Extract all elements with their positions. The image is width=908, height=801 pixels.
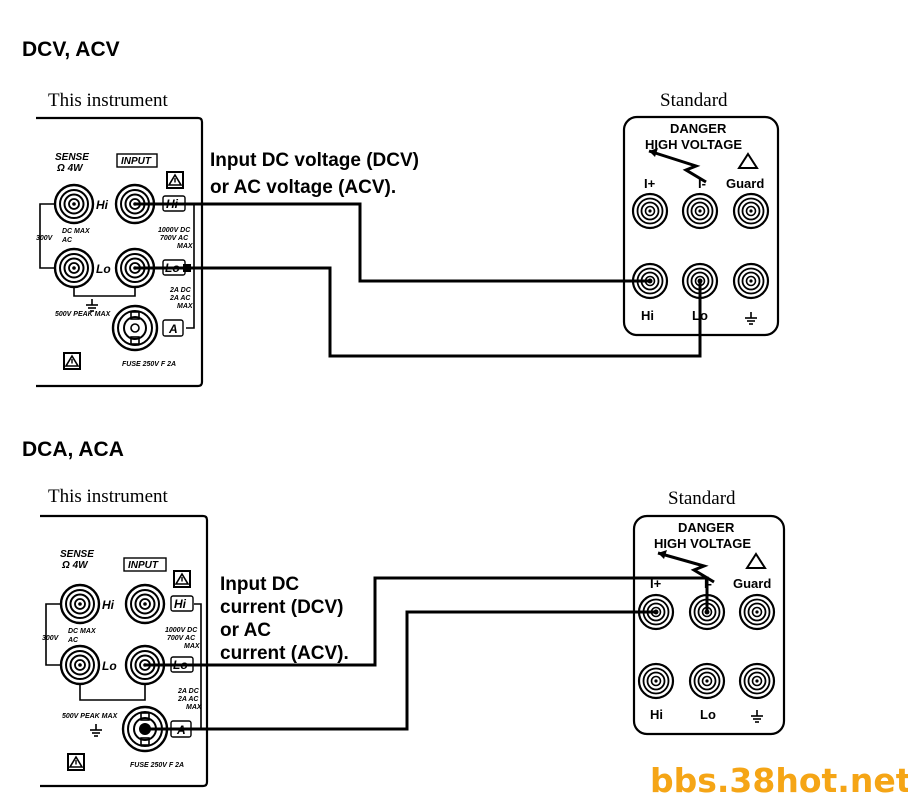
sense-lo-jack	[53, 247, 95, 289]
sense-hi-label: Hi	[96, 198, 109, 212]
ground-icon	[85, 298, 99, 312]
i-minus-jack	[681, 192, 719, 230]
hi-label: Hi	[650, 707, 663, 722]
fuse-rating: FUSE 250V F 2A	[122, 361, 176, 368]
warning-icon	[67, 753, 85, 771]
peak-rating: 500V PEAK MAX	[55, 311, 112, 318]
sense-rating-300v: 300V	[42, 635, 60, 642]
warning-icon	[173, 570, 191, 588]
danger-label: DANGER	[670, 121, 727, 136]
input-rating-2: 700V AC	[160, 235, 189, 242]
high-voltage-label: HIGH VOLTAGE	[654, 536, 751, 551]
standard-caption: Standard	[660, 90, 728, 111]
a-rating-3: MAX	[186, 704, 203, 711]
input-rating-1: 1000V DC	[165, 627, 198, 634]
note-line-4: current (ACV).	[220, 643, 349, 664]
sense-rating-ac: AC	[61, 237, 73, 244]
fuse-rating: FUSE 250V F 2A	[130, 762, 184, 769]
wire-hi	[135, 202, 650, 283]
wire-i-plus	[145, 610, 656, 731]
lo-label: Lo	[700, 707, 716, 722]
wires	[135, 202, 703, 358]
watermark-text: bbs.38hot.net	[650, 761, 908, 800]
sense-rating-300v: 300V	[36, 235, 54, 242]
wires	[139, 576, 710, 735]
sense-lo-jack	[59, 644, 101, 686]
guard-label: Guard	[733, 576, 771, 591]
wire-i-minus	[145, 576, 709, 667]
i-minus-label: I-	[698, 176, 706, 191]
current-input-label: A	[168, 322, 178, 336]
sense-sub-label: Ω 4W	[61, 560, 89, 571]
lightning-icon	[657, 551, 715, 584]
input-label: INPUT	[121, 156, 152, 167]
ground-jack	[732, 262, 770, 300]
sense-rating-dc: DC MAX	[62, 228, 91, 235]
peak-rating: 500V PEAK MAX	[62, 713, 119, 720]
warning-icon	[166, 171, 184, 189]
instrument-caption: This instrument	[48, 486, 169, 507]
section-dca-aca: DCA, ACA This instrument Standard Input …	[22, 438, 786, 788]
sense-rating-ac: AC	[67, 637, 79, 644]
warning-triangle-icon	[737, 152, 759, 169]
hi-label: Hi	[641, 308, 654, 323]
instrument-panel: SENSE Ω 4W INPUT Hi Lo Hi Lo A 300V D	[40, 514, 209, 788]
sense-rating-dc: DC MAX	[68, 628, 97, 635]
ground-icon	[750, 709, 764, 723]
sense-hi-jack	[53, 183, 95, 225]
note-line-3: or AC	[220, 620, 271, 641]
note-line-2: or AC voltage (ACV).	[210, 177, 396, 198]
standard-caption: Standard	[668, 488, 736, 509]
ground-icon	[89, 723, 103, 737]
sense-lo-label: Lo	[96, 262, 111, 276]
note-line-2: current (DCV)	[220, 597, 344, 618]
wire-lo	[135, 266, 702, 358]
warning-icon	[63, 352, 81, 370]
section-dcv-acv: DCV, ACV This instrument Standard Input …	[22, 38, 780, 388]
lightning-icon	[648, 149, 707, 184]
a-rating-2: 2A AC	[169, 295, 191, 302]
standard-panel: DANGER HIGH VOLTAGE I+ I- Guard Hi Lo	[632, 514, 786, 736]
input-hi-jack	[124, 583, 166, 625]
input-rating-1: 1000V DC	[158, 227, 191, 234]
i-plus-label: I+	[644, 176, 656, 191]
input-rating-2: 700V AC	[167, 635, 196, 642]
guard-jack	[732, 192, 770, 230]
a-rating-1: 2A DC	[169, 287, 192, 294]
a-rating-2: 2A AC	[177, 696, 199, 703]
ground-jack	[738, 662, 776, 700]
warning-triangle-icon	[745, 552, 767, 569]
sense-hi-label: Hi	[102, 598, 115, 612]
guard-label: Guard	[726, 176, 764, 191]
sense-hi-jack	[59, 583, 101, 625]
high-voltage-label: HIGH VOLTAGE	[645, 137, 742, 152]
a-rating-3: MAX	[177, 303, 194, 310]
danger-label: DANGER	[678, 520, 735, 535]
i-plus-label: I+	[650, 576, 662, 591]
instrument-caption: This instrument	[48, 90, 169, 111]
ground-icon	[744, 311, 758, 325]
note-line-1: Input DC voltage (DCV)	[210, 150, 419, 171]
section-heading: DCV, ACV	[22, 38, 120, 61]
section-heading: DCA, ACA	[22, 438, 124, 461]
note-line-1: Input DC	[220, 574, 299, 595]
input-label: INPUT	[128, 560, 159, 571]
input-rating-3: MAX	[177, 243, 194, 250]
a-rating-1: 2A DC	[177, 688, 200, 695]
instrument-panel: SENSE Ω 4W INPUT Hi Lo Hi Lo A 300V	[36, 116, 204, 388]
input-hi-label: Hi	[174, 597, 187, 611]
guard-jack	[738, 593, 776, 631]
lo-jack	[688, 662, 726, 700]
sense-label: SENSE	[55, 152, 89, 163]
sense-label: SENSE	[60, 549, 94, 560]
hi-jack	[637, 662, 675, 700]
input-rating-3: MAX	[184, 643, 201, 650]
sense-lo-label: Lo	[102, 659, 117, 673]
sense-sub-label: Ω 4W	[56, 163, 84, 174]
i-plus-jack	[631, 192, 669, 230]
current-input-jack	[111, 304, 159, 352]
